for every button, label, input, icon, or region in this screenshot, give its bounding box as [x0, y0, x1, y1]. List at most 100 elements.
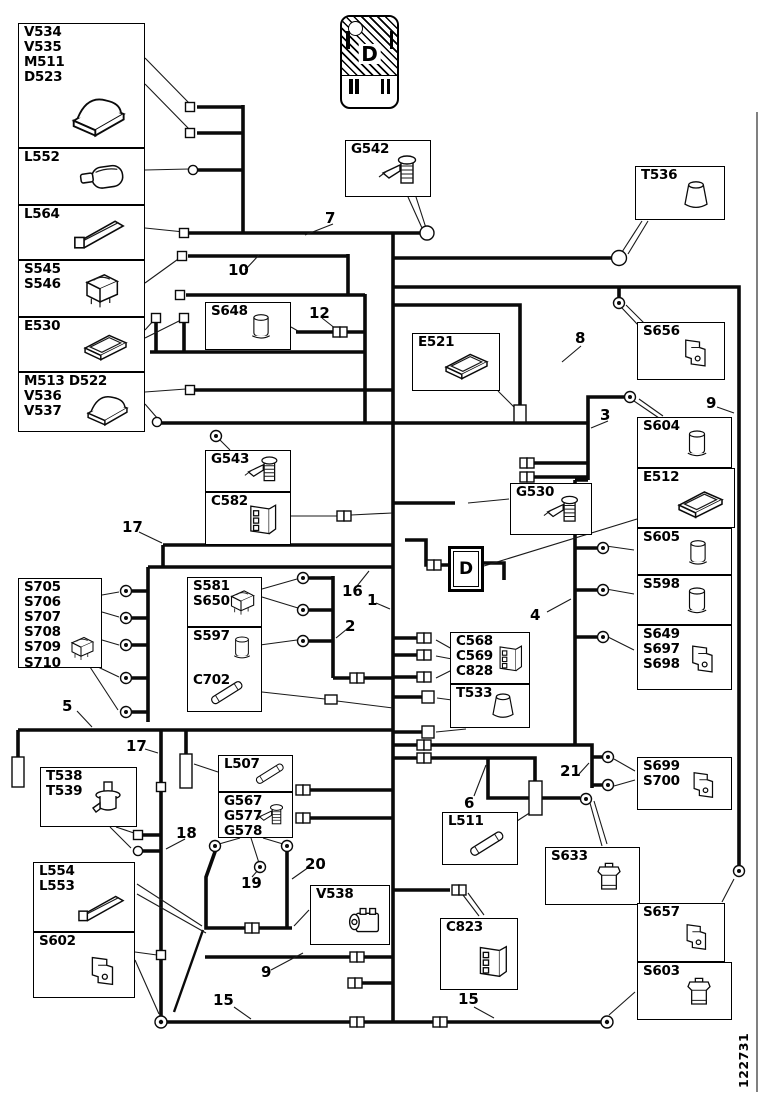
- component-box-s633: S633: [545, 847, 640, 905]
- clip-switch-icon: [679, 635, 723, 683]
- ground-bolt-icon: [244, 452, 286, 490]
- component-box-s545: S545 S546: [18, 260, 145, 317]
- component-label: C702: [193, 672, 230, 688]
- component-label: V538: [316, 886, 354, 902]
- component-box-g543: G543: [205, 450, 291, 492]
- round-connectors: [132, 164, 628, 857]
- clip-switch-icon: [674, 915, 716, 959]
- callout-3: 3: [600, 406, 611, 424]
- tube-lamp-icon: [461, 826, 513, 862]
- component-label: S699 S700: [643, 758, 680, 790]
- component-box-s648: S648: [205, 302, 291, 350]
- callout-18: 18: [176, 824, 197, 842]
- component-label: L554 L553: [39, 863, 75, 895]
- pump-sensor-icon: [84, 773, 132, 825]
- cylinder-sensor-icon: [679, 533, 717, 573]
- component-box-s656: S656: [637, 322, 725, 380]
- component-box-g530: G530: [510, 483, 592, 535]
- callout-19: 19: [241, 874, 262, 892]
- component-box-e530: E530: [18, 317, 145, 372]
- component-box-s657: S657: [637, 903, 725, 962]
- component-box-s598: S598: [637, 575, 732, 625]
- component-label: C582: [211, 493, 248, 509]
- clip-switch-icon: [78, 947, 124, 995]
- connector-block-icon: [467, 935, 513, 987]
- component-label: E512: [643, 469, 680, 485]
- dome-lamp-icon: [56, 87, 140, 141]
- callout-9: 9: [706, 394, 717, 412]
- connector-block-icon: [489, 635, 527, 681]
- component-label: S633: [551, 848, 588, 864]
- component-label: G542: [351, 141, 390, 157]
- callout-9b: 9: [261, 963, 272, 981]
- component-box-v534: V534 V535 M511 D523: [18, 23, 145, 148]
- component-label: G530: [516, 484, 555, 500]
- drawing-number: 122731: [736, 1032, 751, 1088]
- component-box-l564: L564: [18, 205, 145, 260]
- component-box-s604: S604: [637, 417, 732, 468]
- rocker-switch-icon: [74, 268, 126, 312]
- callout-17b: 17: [126, 737, 147, 755]
- component-label: L552: [24, 149, 60, 165]
- flat-module-icon: [437, 344, 495, 386]
- component-box-c568: C568 C569 C828: [450, 632, 530, 684]
- component-box-l511: L511: [442, 812, 518, 865]
- component-label: S581 S650: [193, 578, 230, 610]
- component-label: E530: [24, 318, 61, 334]
- component-box-s603: S603: [637, 962, 732, 1020]
- component-label: S605: [643, 529, 680, 545]
- flat-module-icon: [74, 325, 136, 367]
- callout-8: 8: [575, 329, 586, 347]
- component-box-s605: S605: [637, 528, 732, 575]
- component-box-s581: S581 S650: [187, 577, 262, 627]
- component-box-s649: S649 S697 S698: [637, 625, 732, 690]
- callout-21: 21: [560, 762, 581, 780]
- connector-marks: [11, 101, 746, 1029]
- component-label: S649 S697 S698: [643, 626, 680, 673]
- component-box-l507: L507: [218, 755, 293, 792]
- callout-15a: 15: [213, 991, 234, 1009]
- oval-lamp-icon: [70, 156, 136, 200]
- callout-2: 2: [345, 617, 356, 635]
- connector-d-symbol: D: [448, 546, 484, 592]
- component-label: S598: [643, 576, 680, 592]
- component-box-t536: T536: [635, 166, 725, 220]
- component-label: S657: [643, 904, 680, 920]
- component-box-l552: L552: [18, 148, 145, 205]
- component-box-g567: G567 G577 G578: [218, 792, 293, 839]
- component-label: S705 S706 S707 S708 S709 S710: [24, 579, 61, 671]
- cylinder-sensor-icon: [677, 580, 717, 622]
- inline-connectors: [244, 326, 535, 1028]
- component-box-l554: L554 L553: [33, 862, 135, 932]
- ring-terminals: [119, 296, 746, 1029]
- component-label: L511: [448, 813, 484, 829]
- component-box-s597-c702: S597 C702: [187, 627, 262, 712]
- component-box-c823: C823: [440, 918, 518, 990]
- component-box-c582: C582: [205, 492, 291, 545]
- flat-module-icon: [668, 481, 732, 525]
- callout-5: 5: [62, 697, 73, 715]
- cylinder-sensor-icon: [677, 423, 717, 465]
- component-label: T533: [456, 685, 493, 701]
- callout-12: 12: [309, 304, 330, 322]
- component-box-v538: V538: [310, 885, 390, 945]
- component-label: L564: [24, 206, 60, 222]
- component-label: T538 T539: [46, 768, 83, 800]
- cylinder-sensor-icon: [225, 630, 259, 666]
- callout-10: 10: [228, 261, 249, 279]
- component-box-s602: S602: [33, 932, 135, 998]
- component-label: S656: [643, 323, 680, 339]
- component-label: E521: [418, 334, 455, 350]
- callout-15b: 15: [458, 990, 479, 1008]
- cone-knob-icon: [674, 173, 718, 217]
- door-position-marker: D: [340, 15, 399, 109]
- bar-lamp-icon: [60, 211, 138, 257]
- component-box-g542: G542: [345, 140, 431, 197]
- component-box-s699: S699 S700: [637, 757, 732, 810]
- canister-sensor-icon: [587, 854, 631, 902]
- marker-circle: [348, 21, 363, 36]
- component-label: S603: [643, 963, 680, 979]
- motor-icon: [341, 900, 387, 942]
